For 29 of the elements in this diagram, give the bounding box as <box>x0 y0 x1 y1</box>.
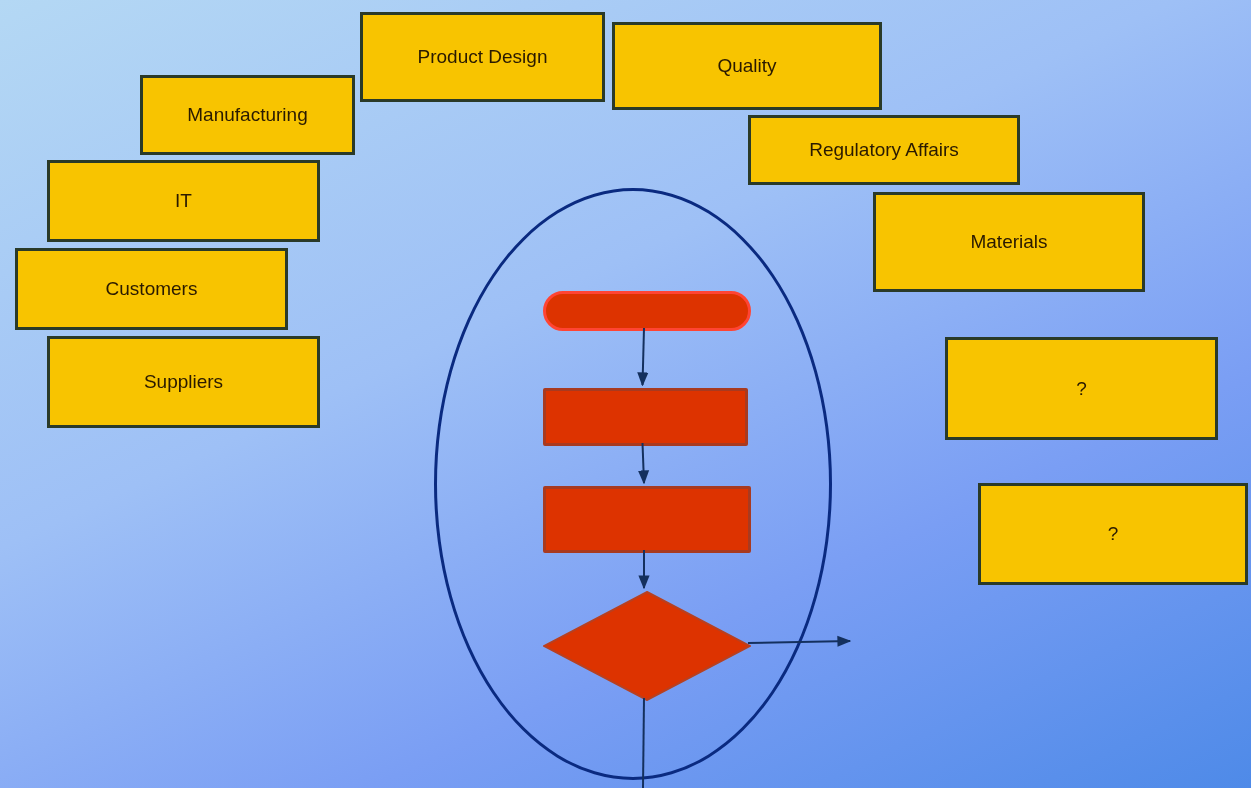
process-box <box>543 486 751 553</box>
connector-arrow <box>747 635 852 647</box>
connector-arrow <box>638 549 650 590</box>
department-box <box>873 192 1145 292</box>
department-box <box>47 160 320 242</box>
box-label: ? <box>1076 377 1087 400</box>
box-label: Regulatory Affairs <box>809 139 959 161</box>
box-label: Manufacturing <box>187 104 308 126</box>
department-box <box>978 483 1248 585</box>
box-label: Customers <box>105 278 198 300</box>
box-label: Quality <box>717 55 777 77</box>
box-label: IT <box>175 190 192 212</box>
department-box <box>945 337 1218 440</box>
process-ellipse <box>434 188 832 780</box>
connector-arrow <box>637 442 650 485</box>
department-box <box>15 248 288 330</box>
department-box <box>748 115 1020 185</box>
connector-arrow <box>637 327 649 387</box>
department-box <box>140 75 355 155</box>
start-terminal <box>543 291 751 331</box>
box-label: Materials <box>970 231 1048 253</box>
process-box <box>543 388 748 446</box>
box-label: Product Design <box>417 46 548 68</box>
box-label: Suppliers <box>143 371 224 393</box>
box-label: ? <box>1107 523 1119 545</box>
department-box <box>47 336 320 428</box>
decision-diamond <box>543 591 751 701</box>
department-box <box>612 22 882 110</box>
department-box <box>360 12 605 102</box>
